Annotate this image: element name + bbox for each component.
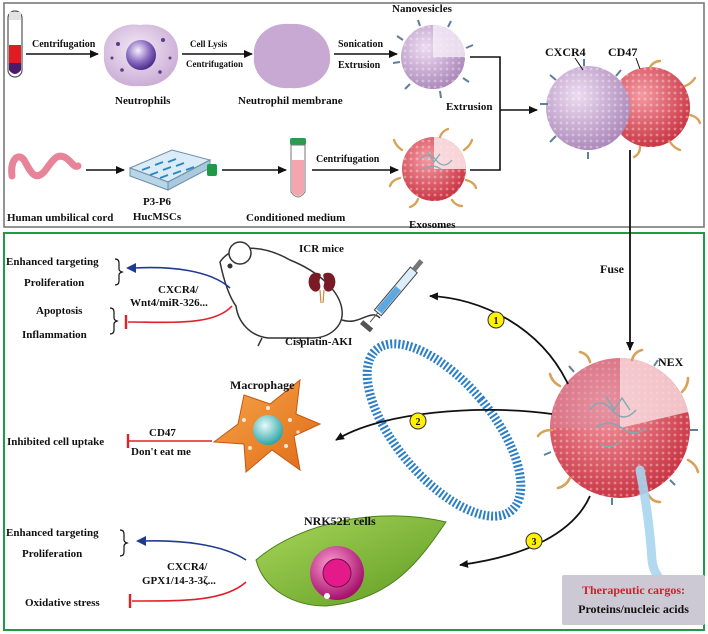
svg-text:2: 2: [416, 417, 421, 428]
label-nrk-proliferation: Proliferation: [22, 548, 82, 560]
mice-activation-arrowhead: [126, 263, 136, 273]
step-centrifugation-3: Centrifugation: [316, 154, 380, 165]
mice-upper-brace: [114, 258, 124, 286]
label-nrk-mech-1: CXCR4/: [167, 561, 208, 573]
label-nrk52e-cells: NRK52E cells: [304, 514, 376, 528]
nrk-activation-arrow: [143, 540, 247, 561]
nrk-upper-brace: [119, 529, 129, 557]
bracket-connector: [470, 56, 501, 171]
route-arrow-1: [429, 292, 569, 385]
label-hucmscs: HucMSCs: [133, 211, 182, 223]
cargo-title: Therapeutic cargos:: [582, 583, 685, 597]
label-nrk-oxidative-stress: Oxidative stress: [25, 597, 100, 609]
label-fuse: Fuse: [600, 262, 625, 276]
label-inhibited-cell-uptake: Inhibited cell uptake: [7, 436, 104, 448]
label-neutrophil-membrane: Neutrophil membrane: [238, 95, 343, 107]
label-nrk-mech-2: GPX1/14-3-3ζ...: [142, 575, 216, 587]
nex-particle-icon: [536, 348, 700, 599]
label-nanovesicles: Nanovesicles: [392, 3, 453, 15]
nrk52e-highlight: [324, 593, 330, 599]
macrophage-granules: [242, 406, 300, 450]
label-exosomes: Exosomes: [409, 219, 456, 231]
cxcr4-pointer: [574, 57, 584, 71]
step-extrusion-2: Extrusion: [446, 101, 492, 113]
label-nrk-enhanced-targeting: Enhanced targeting: [6, 527, 99, 539]
cargo-subtitle: Proteins/nucleic acids: [578, 602, 689, 616]
nanovesicle-icon: [392, 19, 474, 99]
route-arrow-2: [335, 409, 553, 441]
label-icr-mice: ICR mice: [299, 243, 344, 255]
mouse-icon: [219, 241, 381, 347]
mice-activation-arrow: [133, 266, 231, 289]
step-centrifugation-1: Centrifugation: [32, 39, 96, 50]
umbilical-cord-icon: [8, 152, 82, 180]
conditioned-medium-tube-icon: [290, 138, 306, 198]
route-arrow-3: [459, 495, 591, 568]
label-p3-p6: P3-P6: [143, 196, 172, 208]
label-mice-inflammation: Inflammation: [22, 329, 87, 341]
neutrophil-membrane-icon: [253, 23, 331, 89]
nrk-activation-arrowhead: [136, 536, 146, 546]
exosome-icon: [388, 127, 478, 209]
label-cisplatin-aki: Cisplatin-AKI: [285, 336, 352, 348]
blue-ring-decoration: [362, 339, 526, 521]
label-mice-mech-2: Wnt4/miR-326...: [130, 297, 208, 309]
label-mice-enhanced-targeting: Enhanced targeting: [6, 256, 99, 268]
cd47-pointer: [635, 57, 641, 70]
step-centrifugation-2: Centrifugation: [186, 59, 243, 69]
svg-text:1: 1: [494, 316, 499, 327]
syringe-icon: [359, 259, 424, 333]
mice-inhibition-line: [127, 305, 233, 324]
step-cell-lysis: Cell Lysis: [190, 39, 228, 49]
label-cd47: CD47: [608, 45, 637, 59]
step-extrusion-1: Extrusion: [338, 60, 381, 71]
label-human-umbilical-cord: Human umbilical cord: [7, 212, 113, 224]
neutrophil-icon: [103, 24, 179, 87]
label-dont-eat-me: Don't eat me: [131, 446, 191, 458]
label-neutrophils: Neutrophils: [115, 95, 171, 107]
label-cd47-mech: CD47: [149, 427, 176, 439]
culture-flask-icon: [128, 149, 217, 191]
svg-text:3: 3: [532, 537, 537, 548]
therapeutic-cargo-box: Therapeutic cargos: Proteins/nucleic aci…: [562, 575, 705, 625]
bottom-panel-frame: [3, 232, 705, 631]
label-mice-proliferation: Proliferation: [24, 277, 84, 289]
route-marker-2: 2: [409, 412, 427, 430]
kidney-icon: [308, 272, 336, 304]
mice-lower-brace: [109, 307, 119, 335]
nrk52e-nucleolus: [322, 558, 352, 588]
label-nex: NEX: [658, 355, 684, 369]
label-mice-apoptosis: Apoptosis: [36, 305, 83, 317]
label-macrophage: Macrophage: [230, 378, 295, 392]
route-marker-1: 1: [487, 311, 505, 329]
step-sonication: Sonication: [338, 39, 383, 50]
label-mice-mech-1: CXCR4/: [158, 284, 199, 296]
macrophage-nucleus: [253, 415, 283, 445]
label-conditioned-medium: Conditioned medium: [246, 212, 345, 224]
blood-tube-icon: [7, 10, 23, 78]
nrk-inhibition-line: [131, 581, 247, 602]
route-marker-3: 3: [525, 532, 543, 550]
hybrid-vesicle-pair-icon: [540, 59, 702, 159]
top-panel-frame: [3, 2, 705, 228]
label-cxcr4: CXCR4: [545, 45, 586, 59]
